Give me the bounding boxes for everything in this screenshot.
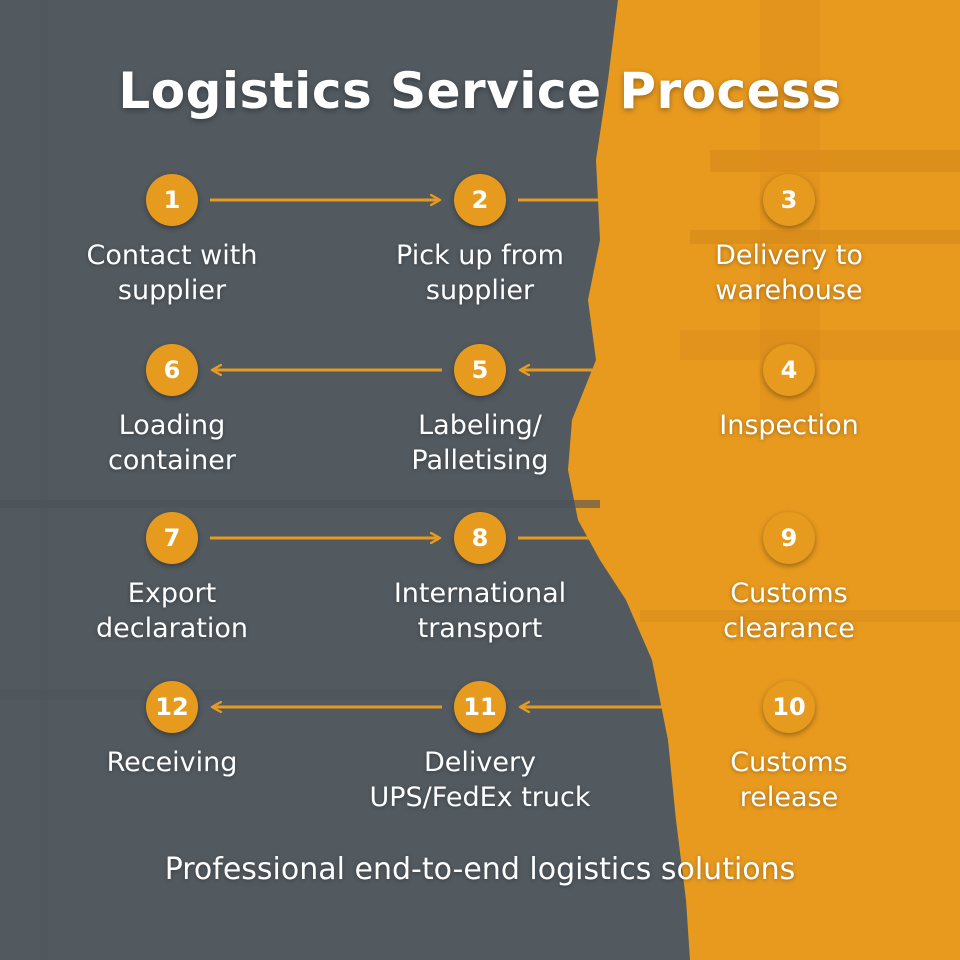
page-title: Logistics Service Process xyxy=(118,62,842,120)
step-label-line2: supplier xyxy=(117,275,227,306)
step-number-badge: 6 xyxy=(146,344,198,396)
step-number-badge: 2 xyxy=(454,174,506,226)
step-7: 7 Export declaration xyxy=(32,512,312,646)
step-number-badge: 9 xyxy=(763,512,815,564)
step-number-badge: 11 xyxy=(454,681,506,733)
step-number-badge: 8 xyxy=(454,512,506,564)
step-1: 1 Contact with supplier xyxy=(32,174,312,308)
step-label-line1: Delivery xyxy=(423,747,537,778)
step-label-line1: Inspection xyxy=(719,410,859,441)
step-label-line2: container xyxy=(108,445,236,476)
step-5: 5 Labeling/ Palletising xyxy=(340,344,620,478)
step-label: Export declaration xyxy=(32,576,312,646)
step-label-line2: warehouse xyxy=(715,275,863,306)
step-label-line1: Loading xyxy=(118,410,226,441)
step-11: 11 Delivery UPS/FedEx truck xyxy=(340,681,620,815)
step-label: Contact with supplier xyxy=(32,238,312,308)
step-label-line1: Customs xyxy=(730,578,848,609)
step-4: 4 Inspection xyxy=(649,344,929,443)
step-label-line2: release xyxy=(739,782,839,813)
step-label: Pick up from supplier xyxy=(340,238,620,308)
step-label-line2: Palletising xyxy=(411,445,549,476)
step-label: Loading container xyxy=(32,408,312,478)
step-3: 3 Delivery to warehouse xyxy=(649,174,929,308)
step-label-line1: Pick up from xyxy=(396,240,564,271)
step-label-line2: clearance xyxy=(723,613,855,644)
step-label-line1: Customs xyxy=(730,747,848,778)
step-label-line1: Labeling/ xyxy=(418,410,542,441)
step-label: Labeling/ Palletising xyxy=(340,408,620,478)
step-label-line2: supplier xyxy=(425,275,535,306)
step-label-line1: Contact with xyxy=(86,240,258,271)
step-label-line2: UPS/FedEx truck xyxy=(369,782,591,813)
step-number-badge: 4 xyxy=(763,344,815,396)
step-number-badge: 7 xyxy=(146,512,198,564)
step-number-badge: 12 xyxy=(146,681,198,733)
step-label: Customs release xyxy=(649,745,929,815)
step-8: 8 International transport xyxy=(340,512,620,646)
step-number-badge: 3 xyxy=(763,174,815,226)
step-label: Inspection xyxy=(649,408,929,443)
step-10: 10 Customs release xyxy=(649,681,929,815)
step-label: Delivery to warehouse xyxy=(649,238,929,308)
step-label: Receiving xyxy=(32,745,312,780)
step-2: 2 Pick up from supplier xyxy=(340,174,620,308)
step-12: 12 Receiving xyxy=(32,681,312,780)
step-label-line2: transport xyxy=(417,613,543,644)
step-9: 9 Customs clearance xyxy=(649,512,929,646)
step-6: 6 Loading container xyxy=(32,344,312,478)
step-label-line2: declaration xyxy=(95,613,248,644)
step-label: International transport xyxy=(340,576,620,646)
step-number-badge: 5 xyxy=(454,344,506,396)
tagline: Professional end-to-end logistics soluti… xyxy=(164,852,796,887)
step-number-badge: 10 xyxy=(763,681,815,733)
step-number-badge: 1 xyxy=(146,174,198,226)
step-label-line1: International xyxy=(393,578,567,609)
step-label: Delivery UPS/FedEx truck xyxy=(340,745,620,815)
step-label-line1: Export xyxy=(127,578,217,609)
step-label: Customs clearance xyxy=(649,576,929,646)
step-label-line1: Delivery to xyxy=(715,240,863,271)
step-label-line1: Receiving xyxy=(106,747,238,778)
